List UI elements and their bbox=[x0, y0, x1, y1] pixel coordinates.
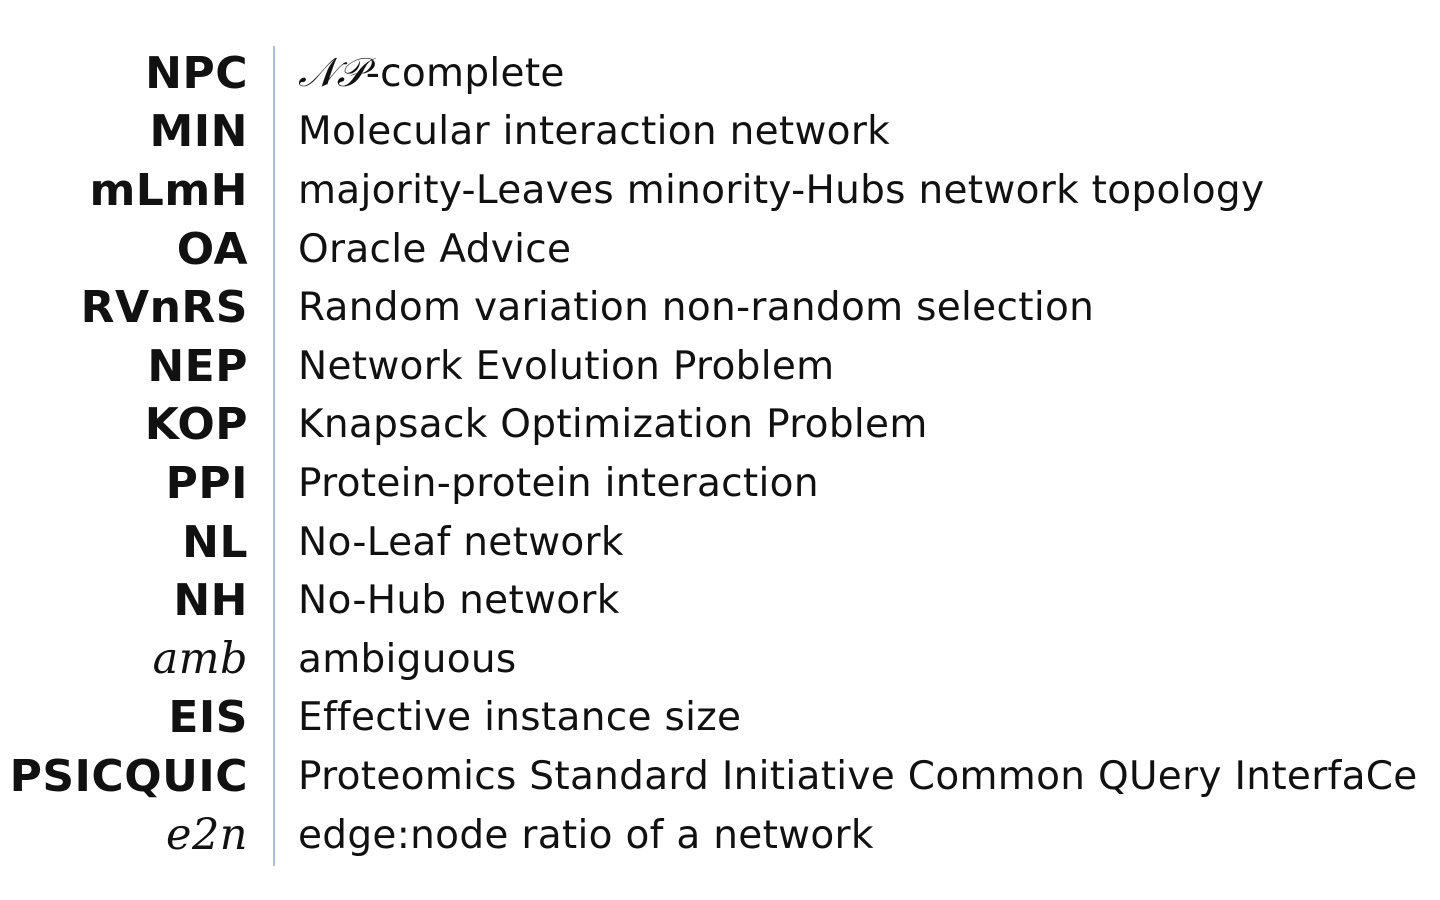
abbreviation: PPI bbox=[165, 457, 248, 509]
definition: Network Evolution Problem bbox=[298, 343, 835, 389]
glossary-row-e2n: e2n edge:node ratio of a network bbox=[0, 806, 1440, 865]
glossary-row-eis: EIS Effective instance size bbox=[0, 689, 1440, 748]
glossary-row-nep: NEP Network Evolution Problem bbox=[0, 337, 1440, 396]
abbreviation: KOP bbox=[144, 399, 248, 451]
abbreviation: mLmH bbox=[89, 164, 248, 216]
np-symbol: 𝒩𝒫 bbox=[298, 50, 366, 97]
definition: Proteomics Standard Initiative Common QU… bbox=[298, 753, 1418, 799]
glossary-row-nl: NL No-Leaf network bbox=[0, 513, 1440, 572]
abbreviation: NH bbox=[173, 575, 248, 627]
definition: Random variation non-random selection bbox=[298, 285, 1095, 331]
definition: Effective instance size bbox=[298, 695, 742, 741]
definition: majority-Leaves minority-Hubs network to… bbox=[298, 167, 1265, 213]
glossary-row-oa: OA Oracle Advice bbox=[0, 220, 1440, 279]
abbreviation: OA bbox=[176, 223, 248, 275]
glossary-row-min: MIN Molecular interaction network bbox=[0, 103, 1440, 162]
glossary-row-kop: KOP Knapsack Optimization Problem bbox=[0, 396, 1440, 455]
definition: Molecular interaction network bbox=[298, 109, 891, 155]
abbreviation: amb bbox=[152, 634, 248, 685]
glossary-row-psicquic: PSICQUIC Proteomics Standard Initiative … bbox=[0, 747, 1440, 806]
definition: Protein-protein interaction bbox=[298, 460, 819, 506]
definition: No-Hub network bbox=[298, 578, 620, 624]
abbreviation: NPC bbox=[145, 47, 248, 99]
abbreviation: PSICQUIC bbox=[9, 750, 248, 802]
glossary-row-ppi: PPI Protein-protein interaction bbox=[0, 454, 1440, 513]
glossary-table: NPC 𝒩𝒫-complete MIN Molecular interactio… bbox=[0, 44, 1440, 864]
definition: Oracle Advice bbox=[298, 226, 572, 272]
definition: 𝒩𝒫-complete bbox=[298, 50, 565, 96]
definition-text: -complete bbox=[365, 51, 565, 97]
abbreviation: NEP bbox=[147, 340, 248, 392]
abbreviation: RVnRS bbox=[80, 282, 248, 334]
column-divider bbox=[273, 46, 275, 866]
definition: Knapsack Optimization Problem bbox=[298, 402, 928, 448]
definition: edge:node ratio of a network bbox=[298, 812, 874, 858]
definition: No-Leaf network bbox=[298, 519, 624, 565]
abbreviation: NL bbox=[182, 516, 248, 568]
definition: ambiguous bbox=[298, 636, 517, 682]
abbreviation: e2n bbox=[166, 810, 248, 861]
glossary-row-mlmh: mLmH majority-Leaves minority-Hubs netwo… bbox=[0, 161, 1440, 220]
glossary-row-nh: NH No-Hub network bbox=[0, 571, 1440, 630]
glossary-row-rvnrs: RVnRS Random variation non-random select… bbox=[0, 278, 1440, 337]
abbreviation: EIS bbox=[168, 692, 248, 744]
abbreviation: MIN bbox=[149, 106, 248, 158]
glossary-row-amb: amb ambiguous bbox=[0, 630, 1440, 689]
glossary-row-npc: NPC 𝒩𝒫-complete bbox=[0, 44, 1440, 103]
